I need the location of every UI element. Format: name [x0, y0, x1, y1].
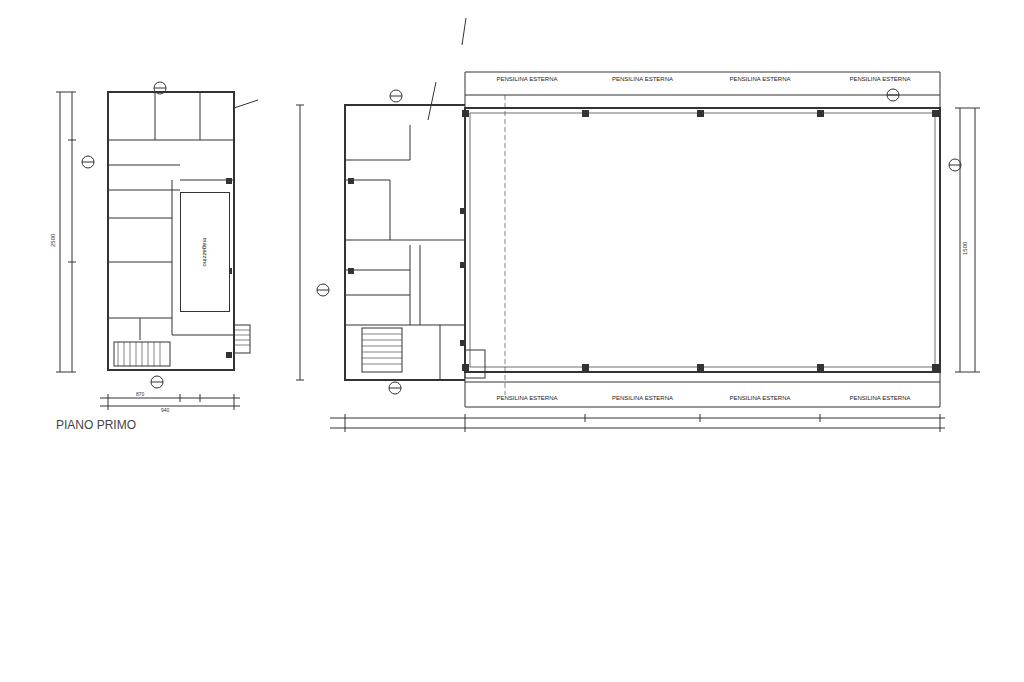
canopy-band: PENSILINA ESTERNA: [821, 73, 939, 84]
dimension-text: 870: [135, 392, 145, 397]
canopy-band: PENSILINA ESTERNA: [701, 392, 819, 403]
room-label: PENSILINA ESTERNA: [728, 395, 791, 401]
room-label: PENSILINA ESTERNA: [848, 395, 911, 401]
room-label: PENSILINA ESTERNA: [848, 76, 911, 82]
room-label: PENSILINA ESTERNA: [728, 76, 791, 82]
room-label: PENSILINA ESTERNA: [495, 395, 558, 401]
room-label: PENSILINA ESTERNA: [495, 76, 558, 82]
canopy-band: PENSILINA ESTERNA: [821, 392, 939, 403]
storage-room: magazzino: [180, 192, 230, 312]
room-label: PENSILINA ESTERNA: [611, 76, 674, 82]
canopy-band: PENSILINA ESTERNA: [470, 73, 584, 84]
dimension-text: 1500: [962, 241, 968, 256]
room-label: PENSILINA ESTERNA: [611, 395, 674, 401]
plan-title: PIANO PRIMO: [55, 418, 137, 432]
dimension-text: 2500: [50, 233, 56, 248]
room-label: magazzino: [202, 236, 208, 267]
canopy-band: PENSILINA ESTERNA: [470, 392, 584, 403]
canopy-band: PENSILINA ESTERNA: [701, 73, 819, 84]
canopy-band: PENSILINA ESTERNA: [586, 73, 699, 84]
dimension-text: 940: [160, 408, 170, 413]
canopy-band: PENSILINA ESTERNA: [586, 392, 699, 403]
